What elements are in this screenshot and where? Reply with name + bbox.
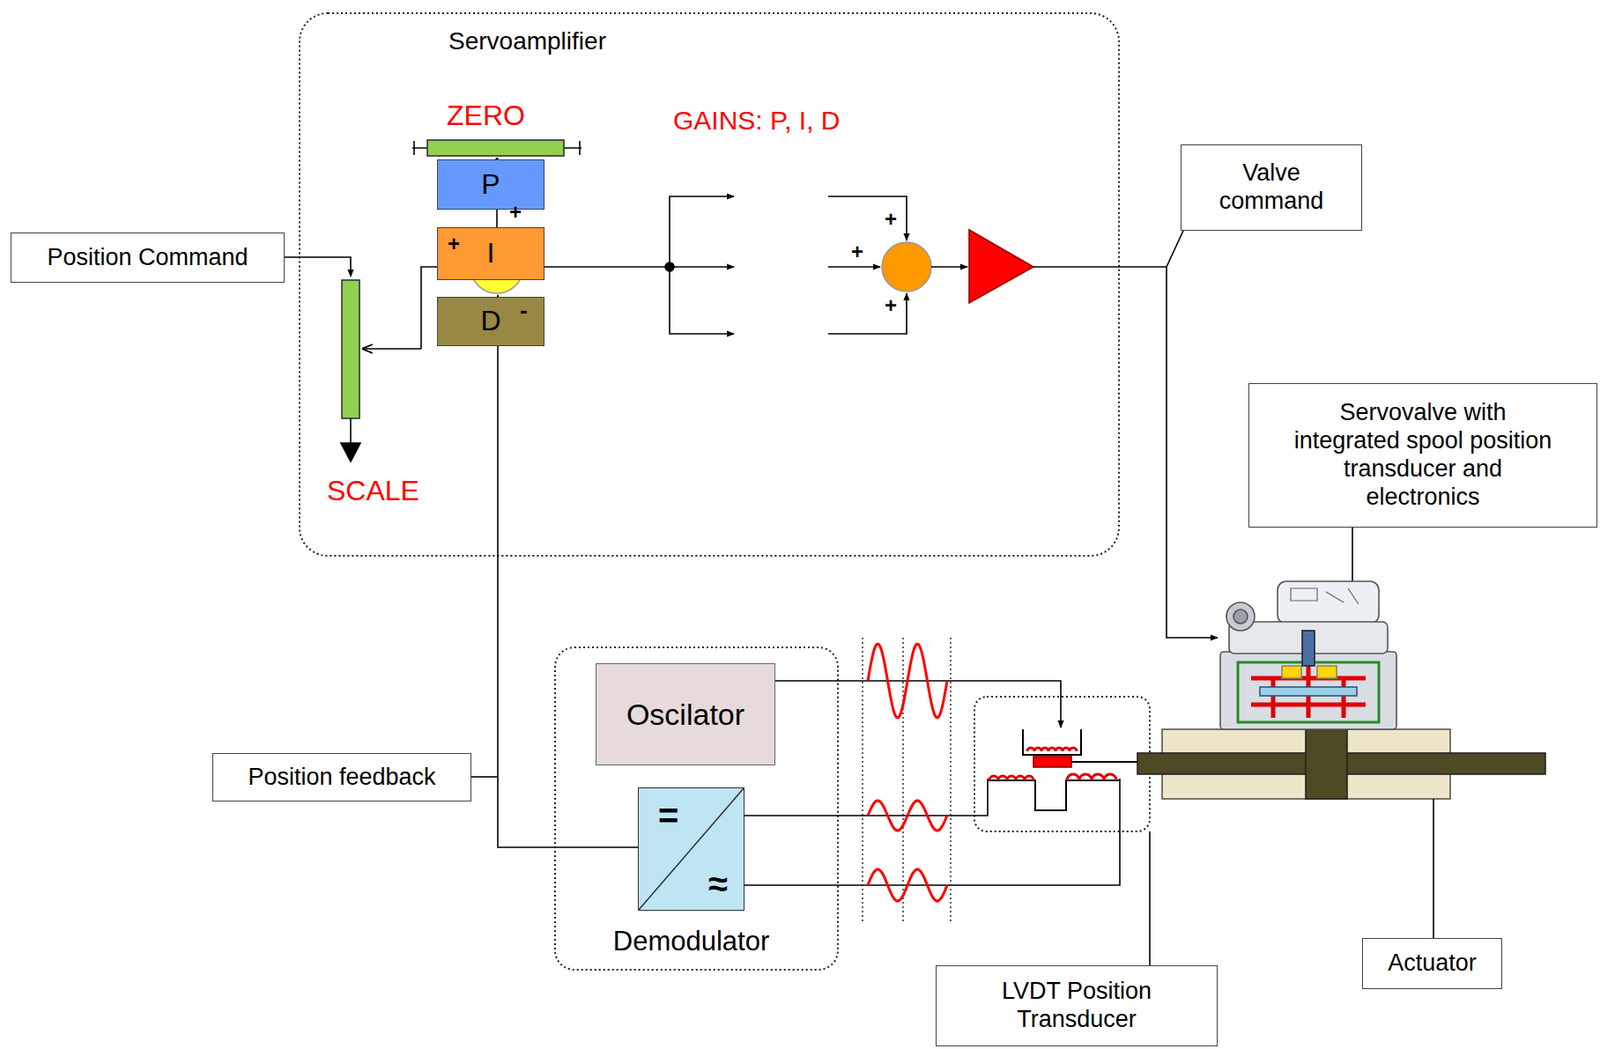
demod-region [555, 647, 838, 971]
callout-box: Position feedback [212, 753, 472, 802]
sign-label: + [447, 232, 460, 256]
servoamplifier-region: ServoamplifierP ID [298, 12, 1120, 557]
converter-diagonal [638, 788, 744, 911]
valve-command-wire [1033, 266, 1218, 638]
control-label: GAINS: P, I, D [673, 105, 841, 135]
scale-slider [341, 280, 360, 419]
wave-divider [949, 637, 951, 924]
secondary-wire [744, 778, 1120, 886]
primary-coil-cup [1022, 729, 1082, 756]
command-wire [284, 257, 351, 277]
box-label: Position feedback [247, 763, 436, 793]
sign-label: + [509, 200, 522, 224]
sign-label: + [884, 294, 897, 318]
amplifier-triangle [969, 229, 1034, 304]
box-label: Valve command [1206, 159, 1337, 216]
signal-wave [867, 800, 948, 831]
scale-wire [349, 418, 352, 446]
wave-divider [902, 637, 904, 924]
leader-line [1432, 799, 1435, 939]
leader-line [471, 776, 498, 778]
callout-box: Valve command [1180, 144, 1363, 231]
i-out-wire [828, 266, 881, 268]
region-title: Servoamplifier [448, 26, 607, 56]
dc-symbol: = [658, 795, 679, 838]
coil-winding [1066, 774, 1117, 781]
ground-arrow [340, 443, 361, 462]
zero-tick [413, 140, 415, 156]
box-label: Actuator [1387, 949, 1477, 978]
leader-line [1166, 230, 1184, 267]
sign-label: + [851, 240, 864, 264]
d-wire [669, 266, 734, 334]
wave-divider [861, 637, 863, 924]
coil-winding [1027, 748, 1077, 752]
callout-box: Actuator [1362, 938, 1503, 990]
sign-label: + [884, 207, 897, 231]
gain-box: P [437, 159, 545, 210]
gain-box: D [437, 296, 545, 347]
core-rod [1071, 761, 1138, 763]
actuator-piston [1305, 729, 1348, 800]
diagonal-line [638, 788, 744, 911]
box-label: Servovalve with integrated spool positio… [1288, 399, 1558, 512]
i-wire [669, 266, 734, 268]
callout-box: Servovalve with integrated spool positio… [1248, 383, 1598, 528]
p-out-wire [828, 196, 907, 241]
ac-symbol: ≈ [708, 863, 728, 905]
control-label: ZERO [446, 100, 526, 132]
wiper-arrow [362, 348, 422, 350]
box-label: LVDT Position Transducer [962, 977, 1191, 1035]
servovalve-illustration [1220, 581, 1397, 730]
callout-box: LVDT Position Transducer [935, 965, 1218, 1047]
servoamp-outline [299, 13, 1119, 556]
box-label: Oscilator [626, 696, 745, 733]
component-label: Demodulator [613, 925, 770, 959]
box-label: D [480, 304, 501, 339]
demodulator-box: =≈Demodulator [637, 787, 745, 912]
callout-box: Position Command [10, 232, 285, 283]
zero-slider [427, 140, 564, 156]
excitation-wire [775, 681, 1061, 728]
summing-junction [881, 242, 932, 292]
box-label: Position Command [46, 244, 248, 273]
box-label: P [481, 168, 500, 202]
leader-line [1351, 527, 1354, 584]
d-out-wire [828, 293, 907, 334]
lvdt-region [974, 696, 1150, 832]
box-label: I [487, 237, 496, 271]
signal-wave [867, 644, 948, 719]
signal-wave [867, 869, 948, 902]
sum-wire [931, 266, 968, 268]
leader-line [1148, 831, 1151, 966]
sign-label: - [519, 297, 528, 324]
coil-winding [989, 776, 1034, 781]
control-label: SCALE [326, 475, 420, 507]
zero-tick [578, 140, 581, 156]
oscillator-box: Oscilator [595, 663, 776, 766]
error-wire [523, 266, 670, 268]
secondary-coil-frame [987, 780, 1120, 811]
lvdt-core [1033, 756, 1072, 768]
p-wire [669, 196, 734, 267]
